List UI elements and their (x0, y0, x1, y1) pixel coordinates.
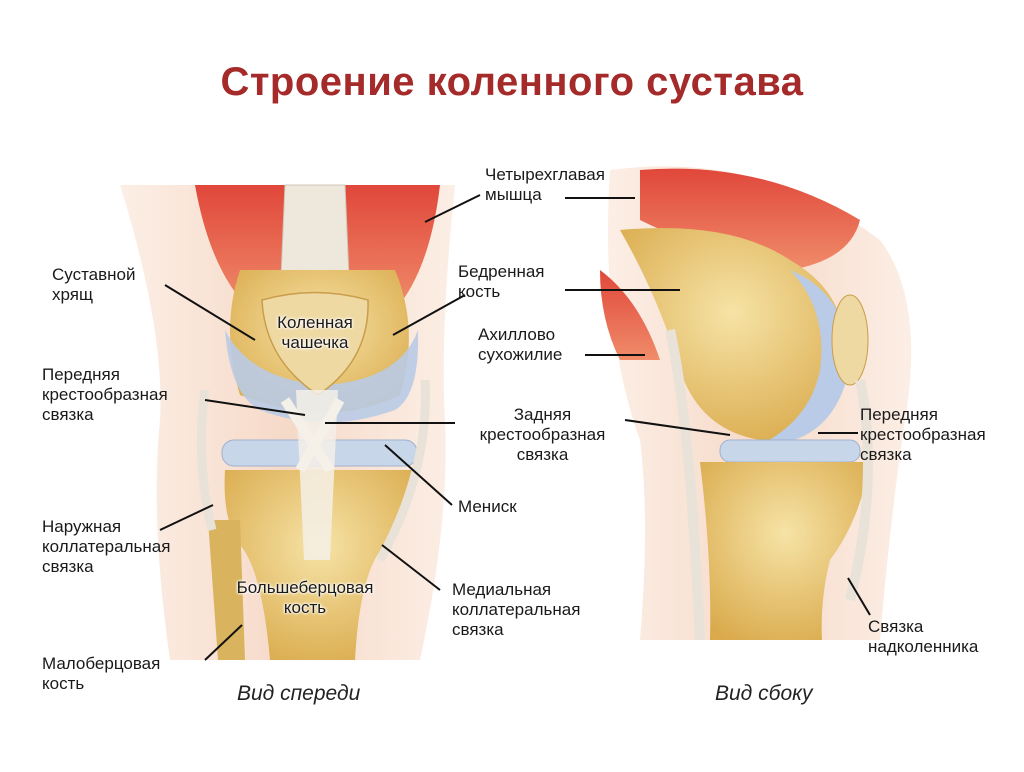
label-acl-side: Передняя крестообразная связка (860, 405, 986, 464)
leader-femur (392, 294, 466, 336)
side-patellar-ligament (845, 379, 873, 602)
front-fibula (208, 520, 245, 660)
front-patellar-ligament (296, 390, 338, 560)
side-patella (831, 294, 869, 386)
label-femur: Бедренная кость (458, 262, 545, 301)
front-patella (261, 291, 369, 396)
front-medial-collateral (376, 379, 430, 563)
caption-side-view: Вид сбоку (715, 682, 813, 705)
front-lateral-collateral (196, 389, 217, 532)
leader-fibula (204, 624, 243, 661)
side-hamstring (600, 270, 660, 360)
label-pcl: Задняя крестообразная связка (479, 405, 606, 464)
leader-lines (159, 194, 871, 661)
label-patella: Коленная чашечка (277, 313, 353, 352)
label-meniscus: Мениск (458, 497, 517, 516)
label-medial-collateral: Медиальная коллатеральная связка (452, 580, 581, 639)
side-tibia (700, 462, 870, 640)
front-femoral-cartilage (225, 330, 419, 423)
leader-patellar-ligament (847, 577, 871, 616)
page-title: Строение коленного сустава (220, 60, 804, 104)
label-acl-front: Передняя крестообразная связка (42, 365, 168, 424)
label-tibia: Большеберцовая кость (236, 578, 374, 617)
label-quadriceps: Четырехглавая мышца (485, 165, 605, 204)
front-view-illustration (120, 184, 455, 660)
leader-quadriceps (424, 194, 481, 223)
leader-lateral-collateral (159, 504, 214, 531)
caption-front-view: Вид спереди (237, 682, 361, 705)
label-achilles: Ахиллово сухожилие (478, 325, 563, 364)
leader-pcl-side (624, 419, 731, 436)
side-femoral-cartilage (760, 270, 848, 445)
label-patellar-ligament: Связка надколенника (868, 617, 979, 656)
side-quadriceps (640, 168, 860, 270)
front-tibia (224, 470, 415, 660)
label-lateral-collateral: Наружная коллатеральная связка (42, 517, 171, 576)
label-fibula: Малоберцовая кость (42, 654, 161, 693)
leader-medial-collateral (381, 544, 441, 591)
side-posterior-tendon (665, 328, 705, 641)
side-femur (620, 228, 845, 440)
leader-articular-cartilage (164, 284, 256, 341)
side-meniscus (719, 439, 861, 463)
side-view-illustration (600, 166, 912, 641)
leader-meniscus (384, 444, 453, 506)
leader-acl-front (204, 399, 306, 416)
label-articular-cartilage: Суставной хрящ (52, 265, 136, 304)
